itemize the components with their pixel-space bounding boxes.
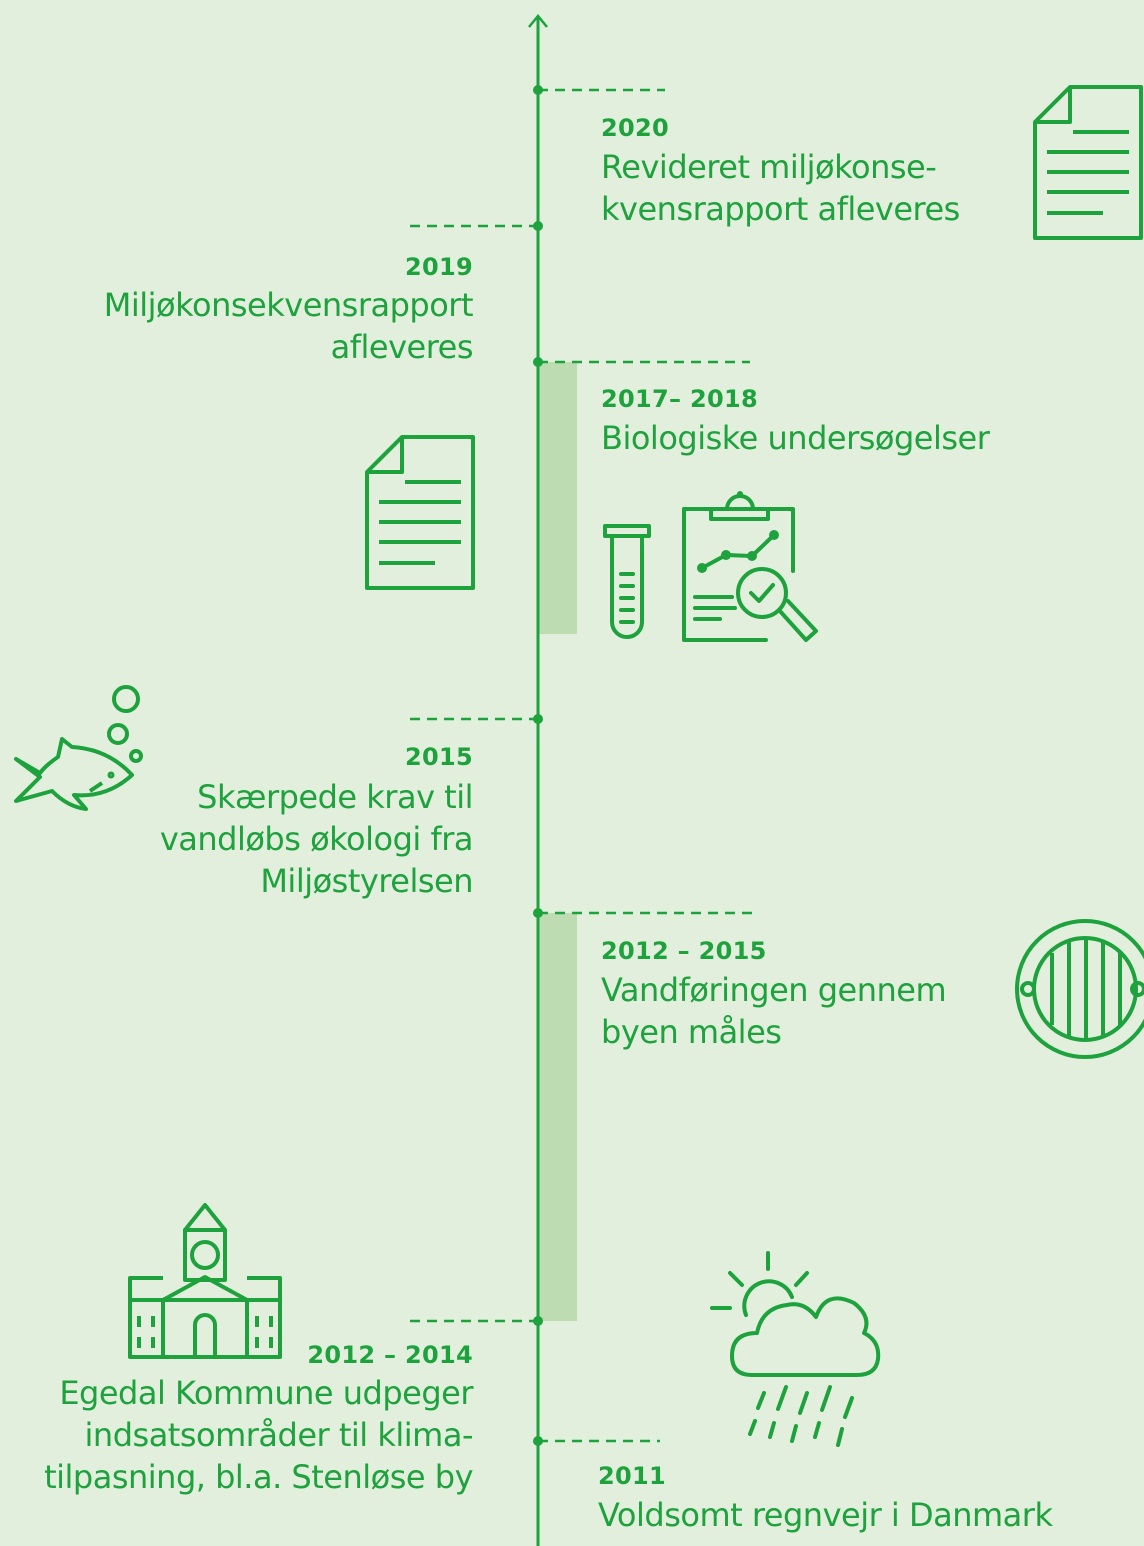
event-2012-2014-line-3: tilpasning, bl.a. Stenløse by — [44, 1458, 473, 1496]
event-2011-year: 2011 — [598, 1462, 666, 1490]
town-hall-icon — [128, 1203, 282, 1359]
rain-cloud-sun-icon — [710, 1251, 881, 1447]
event-2020-line-1: Revideret miljøkonse- — [601, 148, 937, 186]
event-2011-line-1: Voldsomt regnvejr i Danmark — [598, 1496, 1053, 1534]
dot-2011 — [533, 1436, 543, 1446]
period-bar-2017-2018 — [538, 362, 577, 634]
event-2012-2014-year: 2012 – 2014 — [307, 1341, 473, 1369]
event-2015-year: 2015 — [405, 743, 473, 771]
event-2017-2018-year: 2017– 2018 — [601, 385, 758, 413]
event-2017-2018-line-1: Biologiske undersøgelser — [601, 419, 990, 457]
event-2012-2014-line-1: Egedal Kommune udpeger — [59, 1374, 473, 1412]
event-2020-line-2: kvensrapport afleveres — [601, 190, 960, 228]
event-2015-line-3: Miljøstyrelsen — [260, 862, 473, 900]
dot-2017-2018 — [533, 357, 543, 367]
document-icon — [1033, 85, 1143, 240]
document-icon — [365, 435, 475, 590]
event-2012-2015-year: 2012 – 2015 — [601, 937, 767, 965]
event-2015-line-2: vandløbs økologi fra — [159, 820, 474, 858]
dot-2020 — [533, 85, 543, 95]
event-2012-2014-line-2: indsatsområder til klima- — [84, 1416, 474, 1454]
period-bar-2012-2015 — [538, 913, 577, 1321]
dot-2015 — [533, 714, 543, 724]
dot-2019 — [533, 221, 543, 231]
dot-2012-2014 — [533, 1316, 543, 1326]
event-2020-year: 2020 — [601, 114, 669, 142]
event-2012-2015-line-1: Vandføringen gennem — [601, 971, 947, 1009]
fish-icon — [14, 685, 143, 811]
event-2015-line-1: Skærpede krav til — [197, 778, 473, 816]
event-2019-line-1: Miljøkonsekvensrapport — [103, 286, 474, 324]
axis-arrow-icon — [528, 14, 548, 28]
test-tube-icon — [603, 524, 651, 639]
event-2019-year: 2019 — [405, 253, 473, 281]
dot-2012-2015 — [533, 908, 543, 918]
manhole-cover-icon — [1015, 919, 1144, 1059]
event-2012-2015-line-2: byen måles — [601, 1013, 782, 1051]
clipboard-analysis-icon — [682, 491, 818, 642]
event-2019-line-2: afleveres — [330, 328, 474, 366]
